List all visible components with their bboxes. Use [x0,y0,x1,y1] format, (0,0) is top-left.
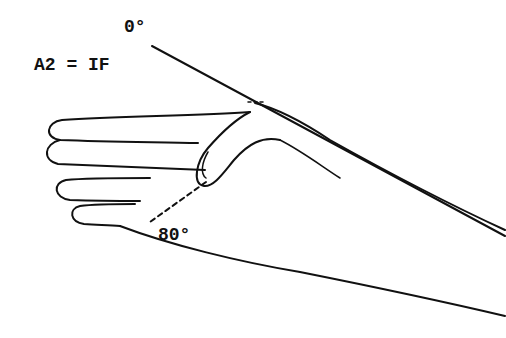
thumb-axis [150,182,206,222]
palm-edge [120,226,505,316]
thumbnail [202,152,208,178]
thumb [197,112,280,186]
middle-finger [47,140,205,170]
little-finger [72,204,135,226]
thumb-crease [280,140,340,178]
reference-line [152,46,505,236]
angle-label: 0° [124,18,146,36]
index-finger [49,112,250,143]
ring-finger [57,178,150,201]
hand-back [255,103,505,230]
measurement-label: A2 = IF [34,56,110,74]
joint-mark [248,101,266,103]
angle-label: 80° [158,226,190,244]
